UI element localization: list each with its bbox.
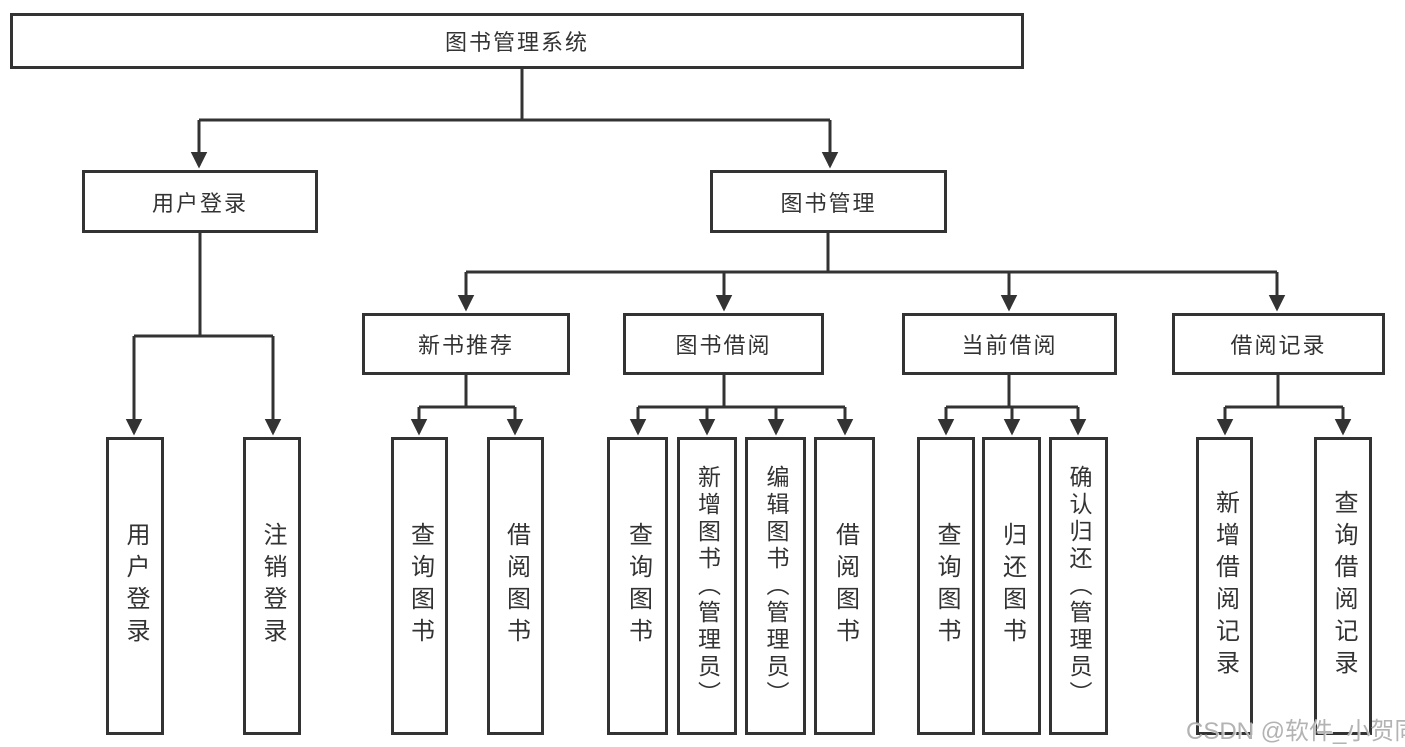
node-label: 查询图书 (406, 522, 434, 650)
node-user-login: 用户登录 (82, 170, 318, 233)
csdn-watermark: CSDN @软件_小贺同学 (1186, 718, 1405, 745)
node-leaf-bb-edit-books-admin: 编辑图书（管理员） (745, 437, 806, 735)
node-label: 当前借阅 (961, 333, 1058, 358)
node-label: 用户登录 (122, 522, 149, 650)
node-book-management: 图书管理 (710, 170, 947, 233)
node-leaf-bb-borrow-books: 借阅图书 (814, 437, 875, 735)
node-label: 图书管理 (780, 190, 877, 216)
node-leaf-bb-query-books: 查询图书 (607, 437, 668, 735)
node-borrow-records: 借阅记录 (1172, 313, 1385, 375)
node-leaf-user-login: 用户登录 (106, 437, 164, 735)
node-label: 编辑图书（管理员） (763, 464, 789, 708)
node-book-borrow: 图书借阅 (623, 313, 824, 375)
node-leaf-cb-confirm-return-admin: 确认归还（管理员） (1049, 437, 1108, 735)
node-label: 查询图书 (624, 522, 652, 650)
node-label: 借阅图书 (502, 522, 530, 650)
node-label: 归还图书 (998, 522, 1026, 650)
node-leaf-cb-query-books: 查询图书 (917, 437, 975, 735)
node-leaf-logout: 注销登录 (243, 437, 301, 735)
node-label: 确认归还（管理员） (1066, 464, 1092, 708)
node-leaf-bb-add-books-admin: 新增图书（管理员） (677, 437, 737, 735)
node-leaf-cb-return-books: 归还图书 (982, 437, 1041, 735)
node-label: 新增借阅记录 (1211, 490, 1239, 682)
node-leaf-rec-add-record: 新增借阅记录 (1196, 437, 1253, 735)
node-label: 借阅图书 (831, 522, 859, 650)
node-label: 查询借阅记录 (1330, 490, 1357, 682)
node-current-borrow: 当前借阅 (902, 313, 1117, 375)
node-label: 图书管理系统 (444, 30, 589, 55)
node-label: 查询图书 (933, 522, 960, 650)
node-leaf-nb-borrow-books: 借阅图书 (487, 437, 544, 735)
node-library-system: 图书管理系统 (10, 13, 1024, 69)
node-label: 图书借阅 (675, 333, 772, 358)
node-label: 注销登录 (259, 522, 286, 650)
node-leaf-nb-query-books: 查询图书 (391, 437, 448, 735)
node-label: 新书推荐 (417, 333, 514, 358)
node-label: 新增图书（管理员） (694, 464, 721, 708)
node-label: 用户登录 (151, 190, 248, 216)
node-new-book-recommend: 新书推荐 (362, 313, 570, 375)
node-leaf-rec-query-record: 查询借阅记录 (1314, 437, 1372, 735)
node-label: 借阅记录 (1230, 333, 1327, 358)
